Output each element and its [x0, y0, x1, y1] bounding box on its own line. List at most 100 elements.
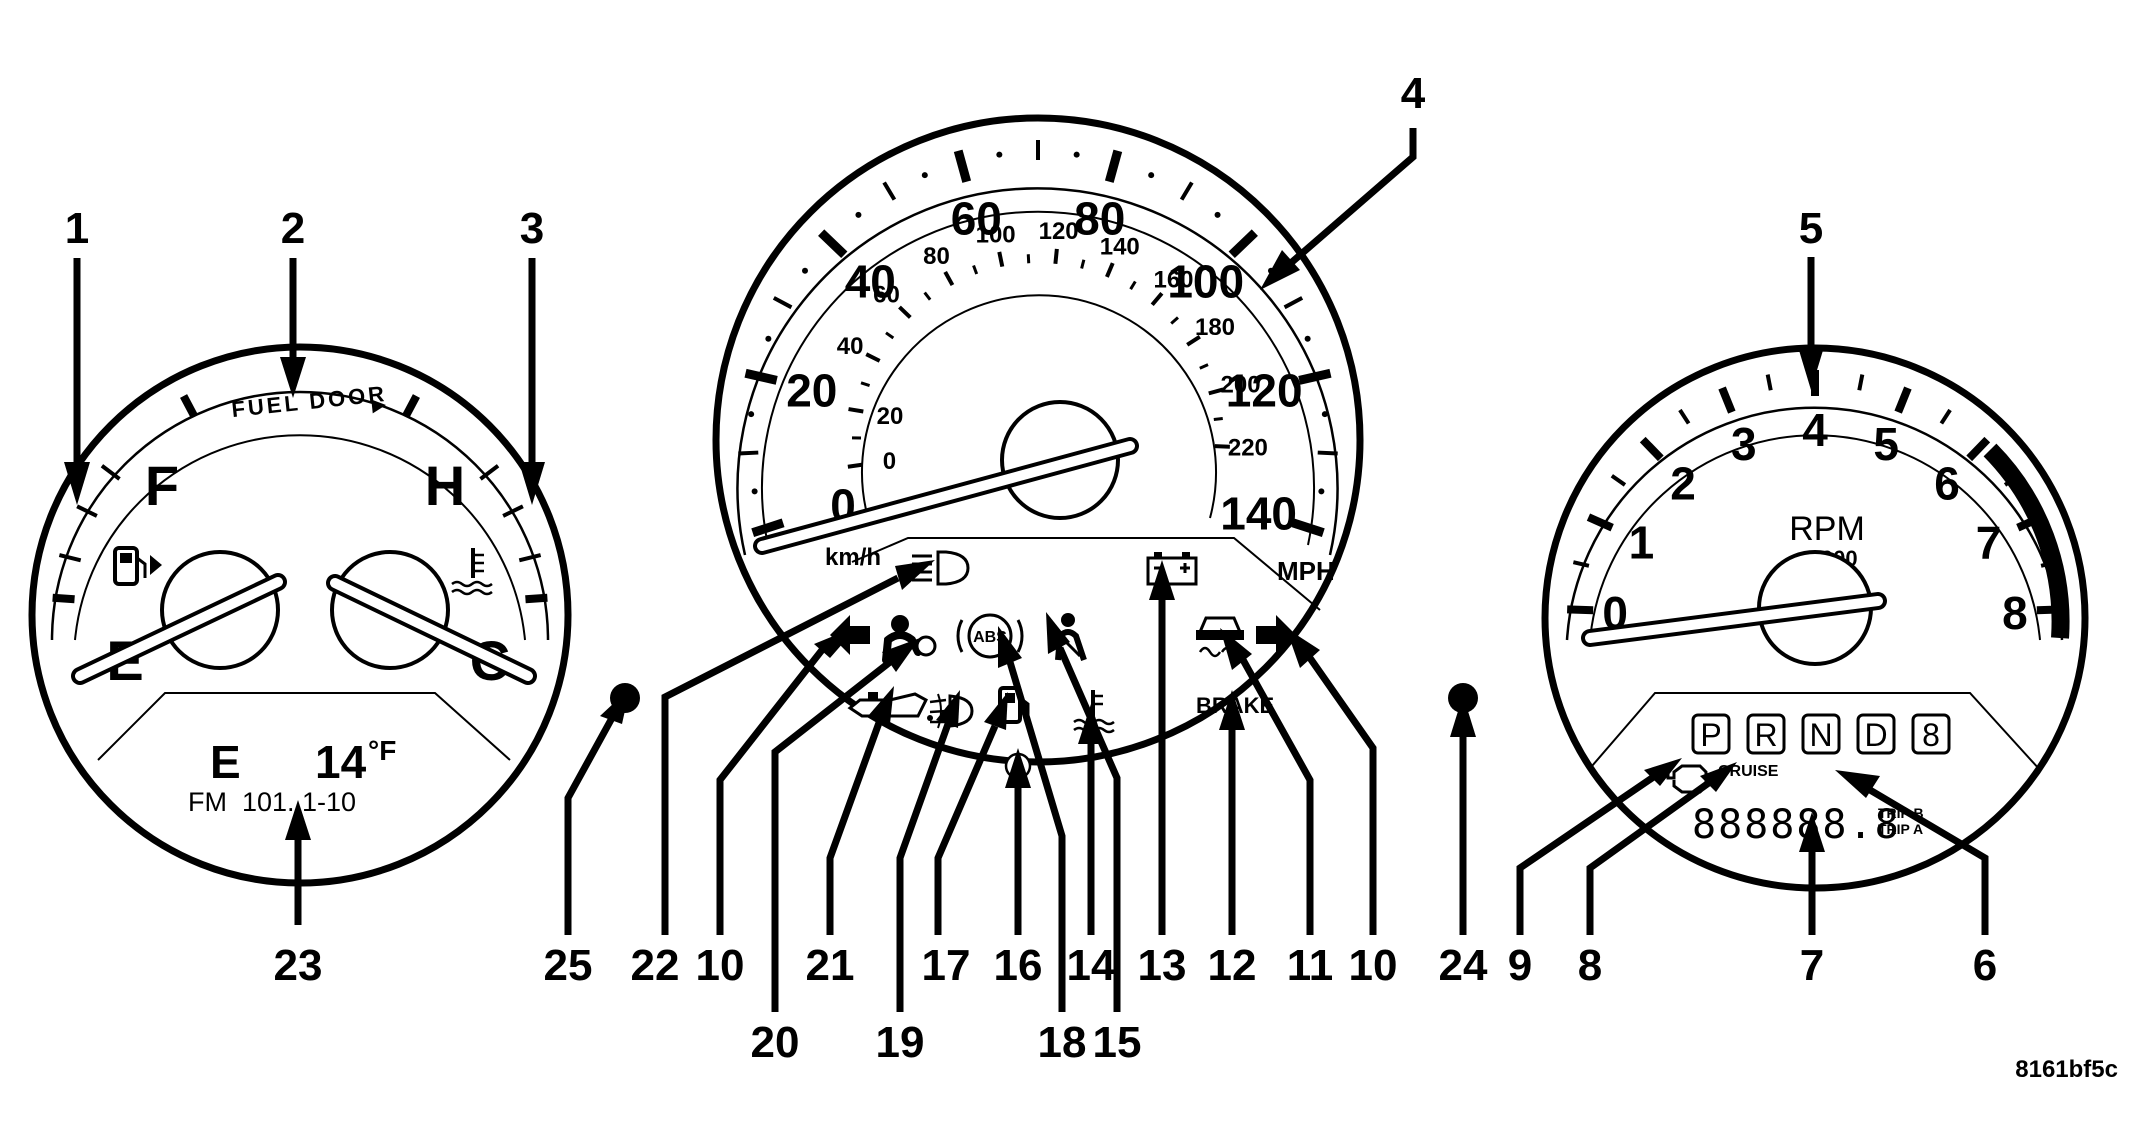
kmh-label: 40 [837, 333, 864, 360]
kmh-minor-tick [923, 291, 932, 301]
callout-16: 16 [994, 941, 1043, 990]
gauge-tick [502, 504, 524, 518]
speedometer-ticks [738, 140, 1338, 537]
mph-label: 140 [1220, 488, 1297, 540]
mph-dot [855, 211, 862, 218]
kmh-label: 80 [923, 243, 950, 270]
kmh-minor-tick [1199, 363, 1209, 370]
kmh-tick [1150, 292, 1164, 307]
coolant-temp-icon [451, 548, 493, 596]
rpm-major-tick [1894, 386, 1912, 414]
rpm-minor-tick [1678, 408, 1691, 425]
mph-label: 60 [951, 192, 1002, 244]
kmh-tick [1105, 262, 1115, 278]
mph-minor-tick [772, 296, 793, 310]
kmh-label: 220 [1228, 434, 1268, 461]
rpm-minor-tick [2040, 560, 2058, 568]
gear-box [1746, 713, 1786, 755]
kmh-tick [1208, 387, 1224, 396]
gear-letter: D [1864, 717, 1887, 753]
kmh-tick [865, 352, 881, 363]
kmh-minor-tick [1213, 417, 1223, 422]
gauge-tick [100, 464, 121, 481]
battery-icon [1146, 552, 1198, 586]
callout-24: 24 [1439, 941, 1488, 990]
mph-minor-tick [1179, 181, 1194, 201]
callout-lines [73, 128, 1989, 1012]
fuel-full-label: F [145, 454, 179, 517]
gauge-ticks [52, 394, 548, 604]
kmh-minor-tick [972, 265, 979, 275]
callout-4: 4 [1401, 69, 1426, 118]
mph-dot [802, 267, 809, 274]
temperature-unit: °F [368, 735, 396, 766]
kmh-label: 0 [883, 448, 896, 475]
callout-8: 8 [1578, 941, 1602, 990]
trip-a-label: TRIP A [1878, 821, 1923, 837]
kmh-minor-tick [1129, 280, 1137, 290]
gauge-tick [479, 464, 500, 481]
radio-display: FM 101. 1-10 [188, 787, 356, 817]
callout-23: 23 [274, 941, 323, 990]
kmh-tick [847, 462, 864, 469]
mph-minor-tick [882, 181, 897, 201]
kmh-label: 160 [1153, 267, 1193, 294]
kmh-tick [898, 305, 912, 319]
info-display: E 14 °F FM 101. 1-10 [188, 735, 396, 817]
gear-letter: 8 [1922, 717, 1940, 753]
mph-major-tick [1104, 149, 1123, 183]
gear-letter: R [1754, 717, 1777, 753]
mph-major-tick [744, 368, 778, 385]
mph-major-tick [1291, 518, 1325, 537]
rpm-label: 4 [1802, 404, 1828, 456]
callout-numbers: 1 2 3 4 5 6 7 8 9 10 11 12 13 14 15 16 1… [65, 69, 1997, 1067]
mph-dot [751, 488, 758, 495]
kmh-minor-tick [1080, 259, 1086, 269]
fuel-pump-icon [113, 546, 162, 586]
gauge-tick [518, 553, 542, 563]
figure-code: 8161bf5c [2015, 1056, 2118, 1083]
gear-letter: P [1700, 717, 1721, 753]
mph-major-tick [1298, 368, 1332, 385]
outside-temperature: 14 [315, 736, 367, 788]
kmh-label: 20 [877, 403, 904, 430]
mph-minor-tick [1283, 296, 1304, 310]
odometer-display: 888888.8 [1692, 802, 1901, 848]
traction-control-icon [1196, 616, 1244, 658]
callout-17: 17 [922, 941, 971, 990]
kmh-label: 120 [1039, 218, 1079, 245]
callout-19: 19 [876, 1018, 925, 1067]
mph-dot [921, 172, 928, 179]
rpm-label: 3 [1731, 418, 1757, 470]
callout-21: 21 [806, 941, 855, 990]
fuel-door-arrow-icon [371, 399, 386, 414]
rpm-major-tick [2036, 605, 2063, 615]
gear-box [1856, 713, 1896, 755]
kmh-unit: km/h [825, 544, 881, 571]
rpm-major-tick [1586, 513, 1614, 532]
kmh-label: 200 [1221, 372, 1261, 399]
rpm-minor-tick [1610, 474, 1627, 487]
kmh-minor-tick [860, 381, 871, 387]
mph-dot [1318, 488, 1325, 495]
callout-10-right: 10 [1349, 941, 1398, 990]
gauge-tick [402, 394, 420, 418]
callout-20: 20 [751, 1018, 800, 1067]
callout-7: 7 [1800, 941, 1824, 990]
kmh-tick [943, 270, 955, 287]
gauge-tick [52, 593, 75, 604]
kmh-label: 140 [1100, 234, 1140, 261]
compass-heading: E [210, 736, 241, 788]
callout-2: 2 [281, 204, 305, 253]
rpm-minor-tick [2003, 474, 2020, 487]
mph-dot [996, 151, 1003, 158]
turn-right-icon [1256, 615, 1296, 655]
rpm-major-tick [2016, 513, 2044, 532]
kmh-tick [1053, 248, 1059, 265]
gauge-tick [525, 593, 548, 604]
rpm-major-tick [1639, 436, 1664, 462]
mph-dot [1073, 151, 1080, 158]
